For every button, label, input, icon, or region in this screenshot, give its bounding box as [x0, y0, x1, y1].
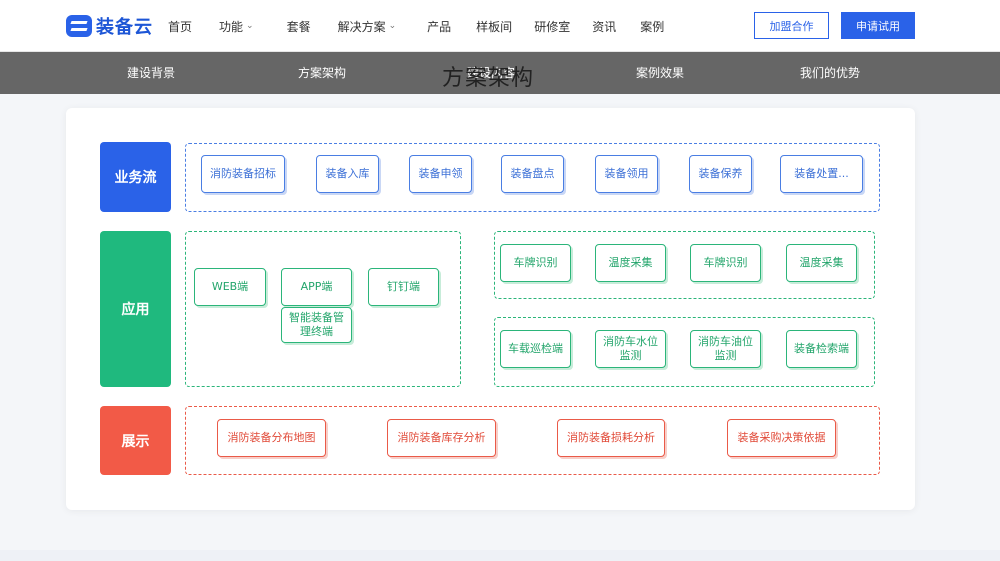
module-item: 消防车水位监测 — [595, 330, 666, 368]
join-partner-button[interactable]: 加盟合作 — [754, 12, 829, 39]
business-item: 消防装备招标 — [201, 155, 285, 193]
nav-study-room[interactable]: 研修室 — [534, 0, 570, 52]
module-item: 温度采集 — [786, 244, 857, 282]
main-menu: 首页 功能⌄ 套餐 解决方案⌄ 产品 样板间 研修室 资讯 案例 — [168, 0, 664, 52]
client-item: WEB端 — [194, 268, 266, 306]
business-item: 装备入库 — [316, 155, 379, 193]
business-flow-label: 业务流 — [100, 142, 171, 212]
nav-products[interactable]: 产品 — [427, 0, 451, 52]
section-tabs-bar: 建设背景 方案架构 建设内容 案例效果 我们的优势 方案架构 — [0, 52, 1000, 94]
module-item: 车载巡检端 — [500, 330, 571, 368]
top-navigation: 装备云 首页 功能⌄ 套餐 解决方案⌄ 产品 样板间 研修室 资讯 案例 加盟合… — [0, 0, 1000, 52]
logo-icon — [66, 15, 92, 37]
nav-study-room-label: 研修室 — [534, 19, 571, 34]
display-label: 展示 — [100, 406, 171, 475]
display-box — [185, 406, 880, 475]
display-item: 消防装备损耗分析 — [557, 419, 665, 457]
module-box-1 — [494, 231, 875, 299]
nav-solutions[interactable]: 解决方案⌄ — [338, 0, 397, 52]
brand-name: 装备云 — [96, 17, 153, 38]
module-box-2 — [494, 317, 875, 387]
nav-home[interactable]: 首页 — [168, 0, 192, 52]
logo[interactable]: 装备云 — [66, 13, 153, 39]
nav-solutions-label: 解决方案 — [337, 19, 386, 34]
application-label: 应用 — [100, 231, 171, 387]
chevron-down-icon: ⌄ — [388, 21, 397, 31]
business-item: 装备申领 — [409, 155, 472, 193]
display-item: 装备采购决策依据 — [727, 419, 836, 457]
tab-architecture[interactable]: 方案架构 — [298, 66, 347, 80]
module-item: 车牌识别 — [690, 244, 761, 282]
module-item: 温度采集 — [595, 244, 666, 282]
apply-trial-button[interactable]: 申请试用 — [841, 12, 915, 39]
business-item: 装备保养 — [689, 155, 752, 193]
nav-news[interactable]: 资讯 — [592, 0, 616, 52]
nav-cases-label: 案例 — [640, 19, 665, 34]
nav-showroom[interactable]: 样板间 — [476, 0, 512, 52]
business-item: 装备盘点 — [501, 155, 564, 193]
chevron-down-icon: ⌄ — [246, 21, 254, 31]
nav-features[interactable]: 功能⌄ — [219, 0, 254, 52]
nav-packages-label: 套餐 — [286, 19, 311, 34]
client-item: APP端 — [281, 268, 352, 306]
client-item: 钉钉端 — [368, 268, 439, 306]
nav-news-label: 资讯 — [592, 19, 617, 34]
nav-packages[interactable]: 套餐 — [287, 0, 311, 52]
section-title: 方案架构 — [442, 66, 535, 91]
tab-case-results[interactable]: 案例效果 — [636, 66, 685, 80]
client-item: 智能装备管理终端 — [281, 307, 352, 343]
nav-cases[interactable]: 案例 — [640, 0, 664, 52]
footer-band — [0, 550, 1000, 561]
business-item: 装备领用 — [595, 155, 658, 193]
tab-background[interactable]: 建设背景 — [127, 66, 176, 80]
module-item: 消防车油位监测 — [690, 330, 761, 368]
display-item: 消防装备库存分析 — [387, 419, 496, 457]
nav-features-label: 功能 — [219, 19, 244, 34]
nav-showroom-label: 样板间 — [476, 19, 513, 34]
tab-advantages[interactable]: 我们的优势 — [800, 66, 861, 80]
tab-content[interactable]: 建设内容 — [467, 66, 516, 80]
nav-products-label: 产品 — [427, 19, 452, 34]
business-item: 装备处置... — [780, 155, 863, 193]
nav-home-label: 首页 — [168, 19, 193, 34]
module-item: 装备检索端 — [786, 330, 857, 368]
display-item: 消防装备分布地图 — [217, 419, 326, 457]
module-item: 车牌识别 — [500, 244, 571, 282]
client-box — [185, 231, 461, 387]
business-flow-box — [185, 143, 880, 212]
